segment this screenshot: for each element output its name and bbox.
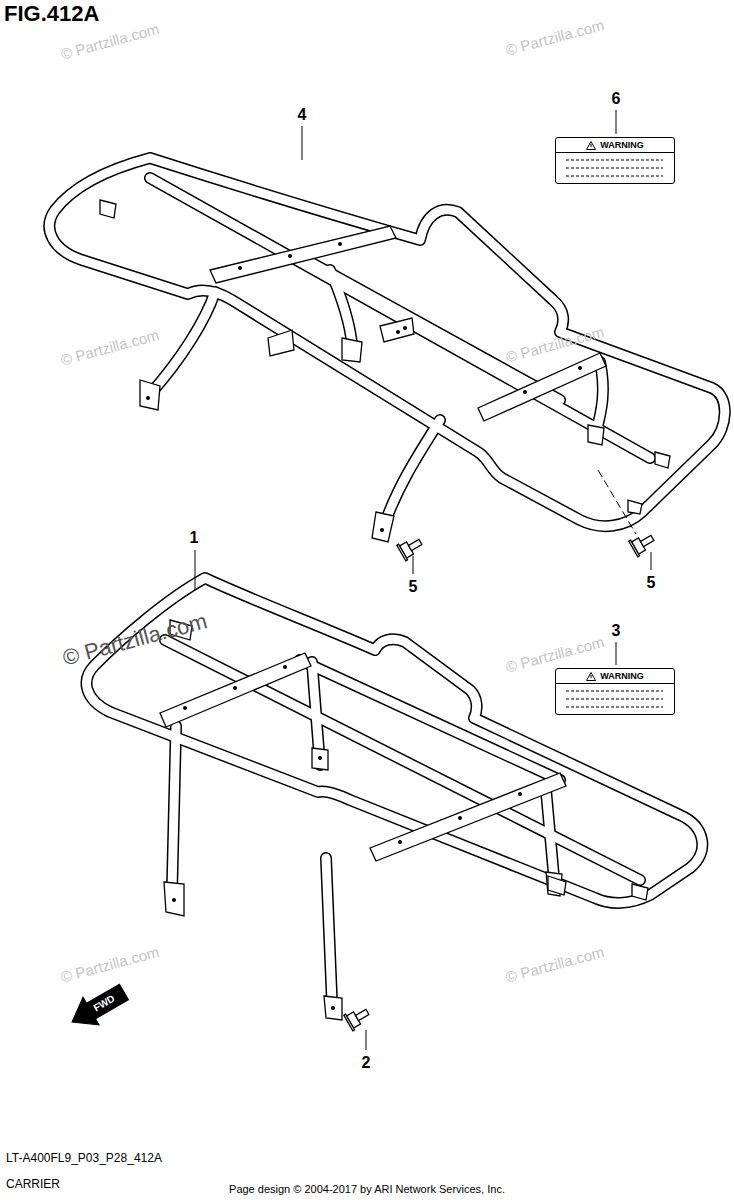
warning-decal: WARNING [555, 668, 675, 715]
decal-text-lines [556, 684, 673, 714]
callout-number: 5 [647, 574, 656, 592]
decal-heading: WARNING [600, 671, 644, 681]
copyright-note: Page design © 2004-2017 by ARI Network S… [229, 1183, 505, 1195]
decal-heading: WARNING [600, 140, 644, 150]
figure-title: FIG.412A [4, 2, 99, 26]
watermark: © Partzilla.com [59, 21, 161, 63]
callout-number: 5 [409, 578, 418, 596]
callout-number: 3 [612, 622, 621, 640]
callout-number: 1 [190, 529, 199, 547]
watermark: © Partzilla.com [504, 17, 606, 59]
watermark: © Partzilla.com [59, 327, 161, 369]
warning-icon [586, 672, 596, 681]
callout-number: 2 [362, 1054, 371, 1072]
drawing-code: LT-A400FL9_P03_P28_412A [6, 1152, 162, 1165]
callout-number: 4 [298, 106, 307, 124]
watermark: © Partzilla.com [504, 944, 606, 986]
watermark: © Partzilla.com [60, 609, 209, 671]
watermark: © Partzilla.com [59, 944, 161, 986]
warning-decal: WARNING [555, 137, 675, 184]
decal-text-lines [556, 153, 673, 183]
callout-number: 6 [612, 90, 621, 108]
figure-caption: CARRIER [6, 1178, 60, 1191]
warning-icon [586, 141, 596, 150]
